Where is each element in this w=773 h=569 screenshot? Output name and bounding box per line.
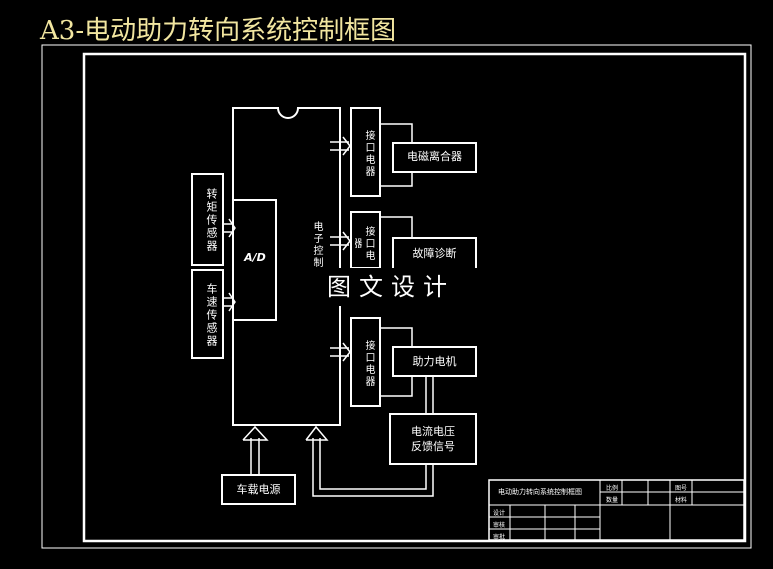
motor-block xyxy=(392,346,477,377)
sensor-arrow xyxy=(223,218,236,312)
check-label: 审核 xyxy=(493,522,506,529)
ecu-label: 电子控制 xyxy=(311,221,322,269)
interface-block-3 xyxy=(350,317,381,407)
quantity-label: 数量 xyxy=(606,497,619,504)
outer-frame xyxy=(41,44,752,549)
material-label: 材料 xyxy=(675,497,688,504)
motor-feedback-link xyxy=(425,376,434,414)
watermark: 图文设计 xyxy=(312,268,470,306)
inner-frame xyxy=(82,52,747,543)
feedback-label-line1: 电流电压 xyxy=(411,425,455,438)
clutch-label: 电磁离合器 xyxy=(407,150,462,163)
drawing-name: 电动助力转向系统控制框图 xyxy=(498,488,582,496)
speed-sensor-label: 车速传感器 xyxy=(205,282,218,348)
interface-3-label: 接口电器 xyxy=(363,340,374,388)
interface-block-1 xyxy=(350,107,381,197)
page-title: A3-电动助力转向系统控制框图 xyxy=(40,16,397,46)
ad-label: A/D xyxy=(244,251,266,264)
ecu-block xyxy=(232,107,341,426)
ad-block xyxy=(232,199,277,321)
motor-label: 助力电机 xyxy=(412,355,457,368)
interface-2-label: 接口电器 xyxy=(355,226,374,262)
torque-sensor-block xyxy=(191,173,224,266)
diagnosis-block xyxy=(392,237,477,268)
feedback-label-line2: 反馈信号 xyxy=(411,440,455,453)
interface-1-label: 接口电器 xyxy=(363,130,374,178)
approve-label: 审批 xyxy=(493,534,506,541)
power-label: 车载电源 xyxy=(236,483,281,496)
feedback-loop-arrow xyxy=(305,425,434,497)
power-arrow xyxy=(242,425,269,475)
scale-label: 比例 xyxy=(606,485,619,492)
ecu-output-arrow xyxy=(330,136,351,362)
clutch-block xyxy=(392,142,477,173)
drawing-no-label: 图号 xyxy=(675,485,688,492)
design-label: 设计 xyxy=(493,510,506,517)
diagnosis-label: 故障诊断 xyxy=(412,247,457,260)
speed-sensor-block xyxy=(191,269,224,359)
torque-sensor-label: 转矩传感器 xyxy=(205,187,218,253)
title-block-table xyxy=(488,479,745,541)
